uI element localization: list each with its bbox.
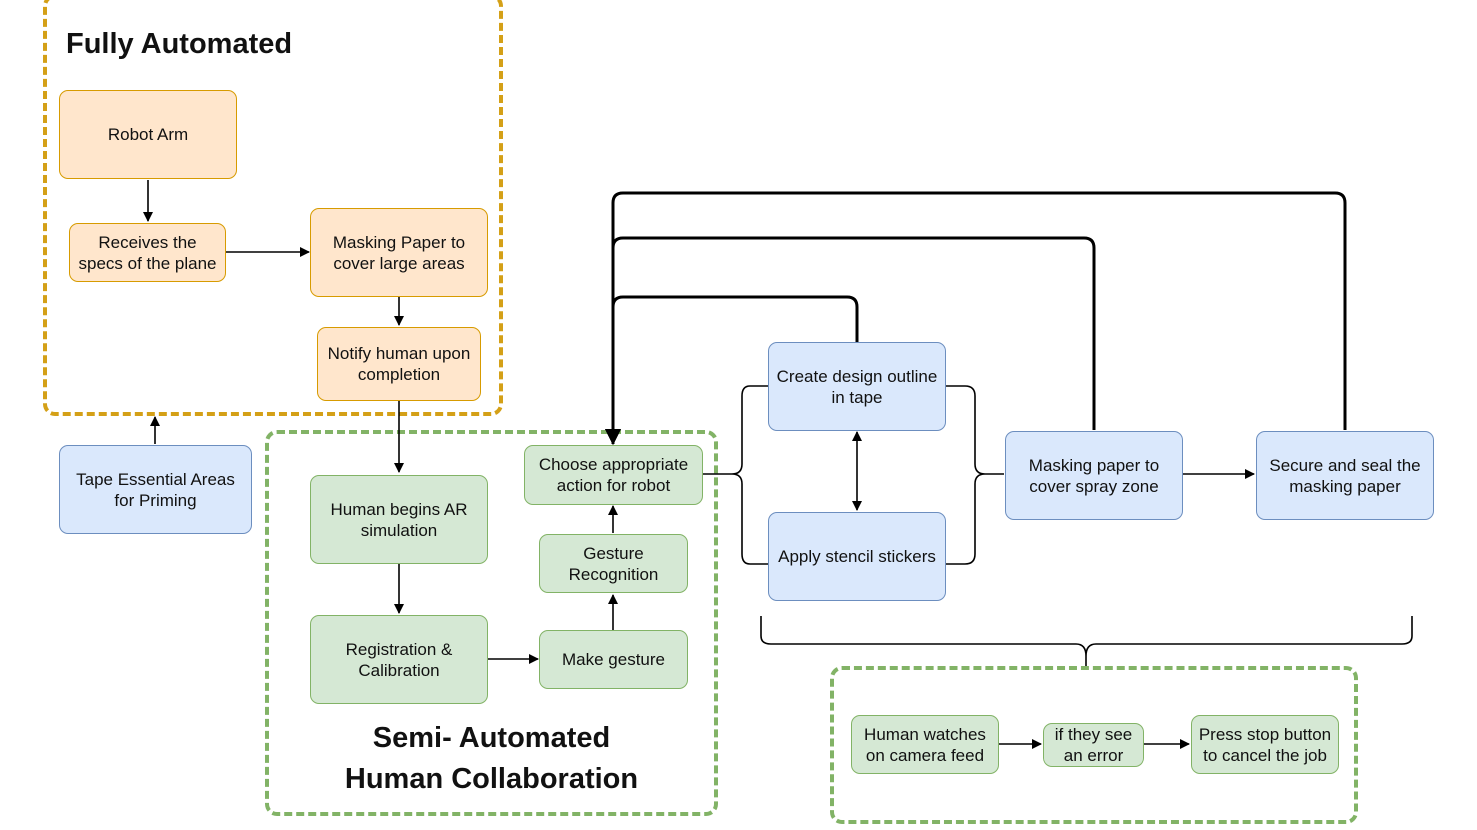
masking-spray-node: Masking paper to cover spray zone [1005,431,1183,520]
fully-automated-title: Fully Automated [66,28,293,60]
fully-automated-region [43,0,503,416]
semi-automated-title-line2: Human Collaboration [344,763,639,795]
human-begins-ar-node: Human begins AR simulation [310,475,488,564]
receives-specs-node: Receives the specs of the plane [69,223,226,282]
make-gesture-node: Make gesture [539,630,688,689]
right-brace [946,385,1004,565]
left-brace [703,385,768,565]
masking-paper-large-node: Masking Paper to cover large areas [310,208,488,297]
secure-seal-node: Secure and seal the masking paper [1256,431,1434,520]
gesture-recognition-node: Gesture Recognition [539,534,688,593]
semi-automated-title-line1: Semi- Automated [372,722,611,754]
semi-automated-region [265,430,718,816]
create-outline-node: Create design outline in tape [768,342,946,431]
registration-node: Registration & Calibration [310,615,488,704]
press-stop-node: Press stop button to cancel the job [1191,715,1339,774]
monitoring-region [830,666,1358,824]
human-watches-node: Human watches on camera feed [851,715,999,774]
feedback-secure [605,191,1347,445]
robot-arm-node: Robot Arm [59,90,237,179]
notify-human-node: Notify human upon completion [317,327,481,401]
choose-action-node: Choose appropriate action for robot [524,445,703,505]
tape-essential-node: Tape Essential Areas for Priming [59,445,252,534]
if-error-node: if they see an error [1043,723,1144,767]
apply-stencil-node: Apply stencil stickers [768,512,946,601]
bottom-brace [760,616,1413,666]
